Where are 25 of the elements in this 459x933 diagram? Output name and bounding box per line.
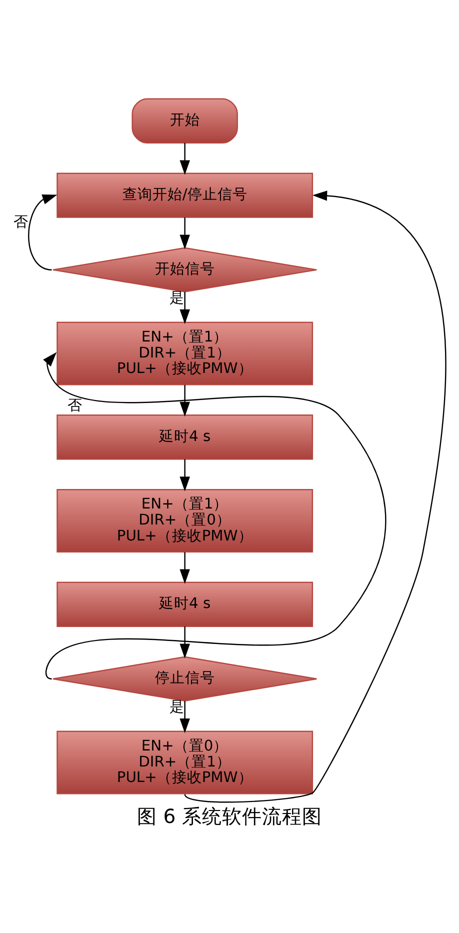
node-box: 查询开始/停止信号 [56,172,314,218]
arrow [180,626,190,658]
edge-label: 是 [169,290,184,307]
caption: 图 6 系统软件流程图 [137,804,322,828]
arrow [180,384,190,417]
arrow [180,552,190,584]
arrow [43,352,386,680]
edge-label: 是 [169,698,184,716]
arrow [180,459,190,492]
node-diamond: 开始信号 [52,247,318,292]
arrow [28,194,58,270]
node-box: 开始 [132,98,238,144]
arrow [180,217,190,250]
node-box: 延时4 s [56,582,314,627]
arrow [180,142,190,175]
arrow [180,292,190,324]
arrow [180,701,190,734]
arrow [184,190,446,803]
node-diamond: 停止信号 [52,656,318,702]
node-box: 延时4 s [56,414,314,460]
edge-label: 否 [13,214,28,231]
node-box: EN+（置1） DIR+（置1） PUL+（接收PMW） [56,322,314,386]
node-box: EN+（置1） DIR+（置0） PUL+（接收PMW） [56,489,314,552]
node-box: EN+（置0） DIR+（置1） PUL+（接收PMW） [56,730,314,794]
edge-label: 否 [67,396,82,414]
